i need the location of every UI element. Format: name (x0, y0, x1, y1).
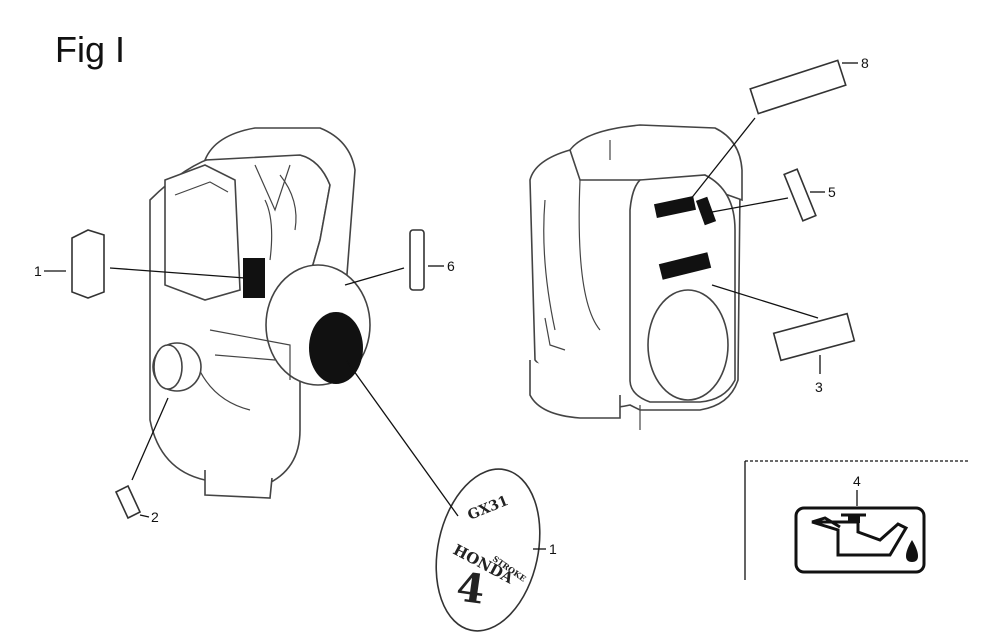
part-3-label (772, 312, 856, 362)
part-6-label (409, 229, 425, 291)
part-2-label (114, 484, 142, 520)
part-7-label (71, 229, 105, 299)
part-5-label (783, 168, 817, 222)
part-8-label (749, 59, 847, 115)
callout-8: 8 (861, 55, 869, 71)
callout-5: 5 (828, 184, 836, 200)
engine-rear-view (529, 124, 743, 430)
callout-2: 2 (151, 509, 159, 525)
callout-7: 1 (34, 263, 42, 279)
inset-box: 4 (744, 460, 970, 580)
figure-title: Fig I (55, 29, 125, 70)
callout-4: 4 (853, 473, 861, 489)
callout-1: 1 (549, 541, 557, 557)
part-1-emblem: GX31 HONDA 4 STROKE (435, 468, 541, 632)
engine-front-view (149, 127, 371, 499)
emblem-digit-text: 4 (454, 563, 488, 613)
oil-can-icon (794, 506, 926, 574)
callout-3: 3 (815, 379, 823, 395)
callout-6: 6 (447, 258, 455, 274)
